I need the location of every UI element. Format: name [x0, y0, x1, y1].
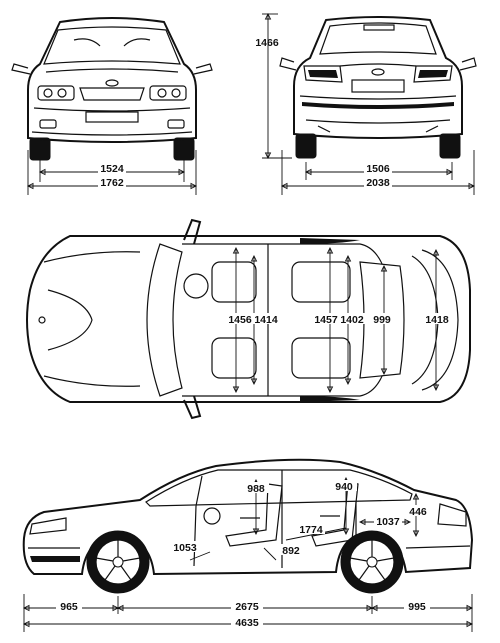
top-rear-shoulder-width-label: 1457: [314, 314, 338, 326]
side-view-taillight: [437, 503, 467, 527]
side-view-rear-wheel: [340, 530, 404, 594]
front-overhang-label: 965: [60, 601, 78, 613]
front-view-left-headlight: [37, 85, 75, 101]
top-view-rear-left-seat: [291, 261, 351, 303]
front-view-left-tire: [29, 137, 51, 161]
rear-width-with-mirrors-label: 2038: [366, 177, 390, 189]
top-view-front-left-seat: [211, 261, 257, 303]
rear-view-dimensions: 1466 1506 2038: [255, 12, 476, 195]
rear-track-width-label: 1506: [366, 163, 390, 175]
front-view-right-tire: [173, 137, 195, 161]
top-rear-hip-width-label: 1402: [340, 314, 364, 326]
top-view-windshield: [146, 243, 183, 397]
side-trunk-height-label: 446: [409, 506, 427, 518]
front-view: [11, 17, 213, 161]
side-view-dimensions: 988 940 1053 892 1774 1037 446 965 2675 …: [22, 476, 474, 632]
front-view-right-headlight: [149, 85, 187, 101]
rear-overall-height-label: 1466: [255, 37, 279, 49]
front-view-windshield: [43, 26, 181, 65]
rear-view-body: [293, 16, 463, 139]
front-track-width-label: 1524: [100, 163, 124, 175]
side-view-headlight: [29, 517, 67, 535]
side-rear-headroom-label: 940: [335, 481, 353, 493]
rear-view-left-taillight: [303, 65, 343, 83]
top-view-body: [26, 235, 471, 403]
top-view-front-right-seat: [211, 337, 257, 379]
top-view-steering-wheel: [183, 273, 209, 299]
side-view-front-seat: [225, 483, 283, 547]
top-front-hip-width-label: 1414: [254, 314, 278, 326]
top-view-left-mirror: [183, 218, 202, 245]
rear-view-window: [319, 22, 437, 55]
side-view-front-wheel: [86, 530, 150, 594]
top-trunk-opening-width-label: 999: [373, 314, 391, 326]
rear-view-right-tire: [439, 133, 461, 159]
top-view: [26, 218, 471, 420]
front-view-dimensions: 1524 1762: [26, 150, 198, 195]
top-front-shoulder-width-label: 1456: [228, 314, 252, 326]
side-front-headroom-label: 988: [247, 483, 265, 495]
front-view-body: [27, 17, 197, 143]
side-front-legroom-label: 1053: [173, 542, 197, 554]
front-view-grille: [79, 87, 145, 101]
rear-view-left-tire: [295, 133, 317, 159]
side-seat-to-trunk-label: 1774: [299, 524, 323, 536]
front-view-right-mirror: [193, 63, 213, 75]
side-view-steering-wheel: [203, 507, 221, 525]
side-view: [22, 458, 474, 594]
rear-view-right-taillight: [413, 65, 453, 83]
top-view-right-mirror: [183, 395, 202, 420]
front-overall-width-label: 1762: [100, 177, 124, 189]
rear-overhang-label: 995: [408, 601, 426, 613]
top-view-dimensions: 1456 1414 1457 1402 999 1418: [226, 246, 450, 394]
top-view-rear-right-seat: [291, 337, 351, 379]
overall-length-label: 4635: [235, 617, 259, 629]
top-trunk-width-label: 1418: [425, 314, 449, 326]
side-trunk-length-label: 1037: [376, 516, 400, 528]
front-view-left-mirror: [11, 63, 31, 75]
rear-view-plate-recess: [351, 79, 405, 93]
wheelbase-label: 2675: [235, 601, 259, 613]
side-rear-legroom-label: 892: [282, 545, 300, 557]
rear-view-right-mirror: [459, 57, 477, 71]
rear-view: [279, 16, 477, 159]
rear-view-left-mirror: [279, 57, 297, 71]
front-view-plate: [85, 111, 139, 123]
